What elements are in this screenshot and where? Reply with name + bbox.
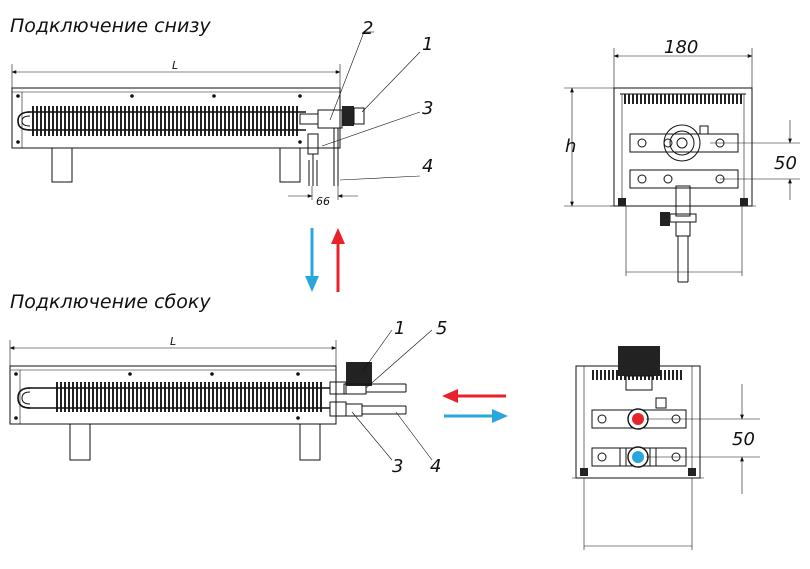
supply-connection-icon [632, 413, 644, 425]
supply-flow-left-icon [442, 389, 458, 403]
side-connection-side-view: L 1 5 [9, 318, 447, 477]
dimension-length-bottom: L [170, 335, 176, 348]
thermostatic-head-side-icon [346, 362, 372, 386]
supply-flow-up-icon [331, 228, 345, 244]
heat-exchanger-fins [32, 106, 300, 136]
return-flow-down-icon [305, 276, 319, 292]
return-connection-icon [632, 451, 644, 463]
callout-1-top: 1 [422, 34, 433, 55]
dimension-50-bottom: 50 [732, 429, 755, 450]
dimension-50-top: 50 [774, 153, 797, 174]
callout-3-top: 3 [422, 98, 433, 119]
dimension-66: 66 [316, 195, 330, 208]
dimension-height-h: h [565, 136, 576, 157]
side-connection-end-view: 50 [572, 346, 760, 550]
horizontal-flow-arrows [442, 389, 508, 423]
callout-3-bottom: 3 [392, 456, 403, 477]
heading-side-connection: Подключение сбоку [10, 291, 211, 313]
dimension-width-180: 180 [664, 37, 698, 58]
vertical-flow-arrows [305, 228, 345, 292]
bottom-connection-side-view: L 66 [11, 18, 433, 208]
callout-4-bottom: 4 [430, 456, 441, 477]
return-flow-right-icon [492, 409, 508, 423]
heading-bottom-connection: Подключение снизу [10, 15, 211, 37]
bottom-connection-end-view: 180 h [564, 37, 800, 283]
callout-5: 5 [436, 318, 447, 339]
dimension-length-top: L [172, 59, 178, 72]
callout-1-bottom: 1 [394, 318, 405, 339]
thermostatic-head-end-icon [618, 346, 660, 376]
thermostatic-head-icon [342, 106, 354, 126]
callout-4-top: 4 [422, 156, 433, 177]
callout-2-top: 2 [362, 18, 373, 39]
